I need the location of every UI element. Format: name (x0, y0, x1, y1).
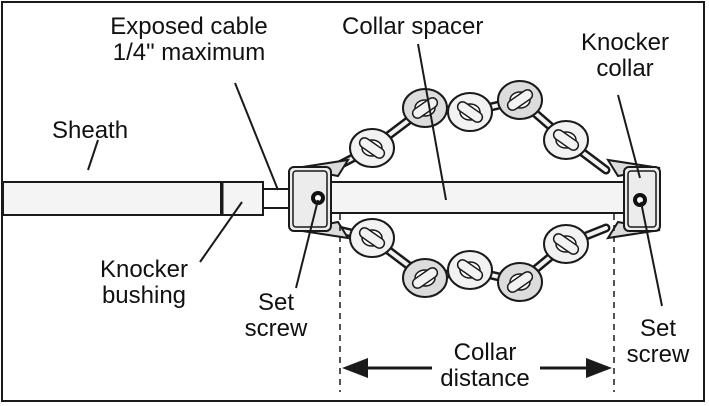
left-collar-inner (292, 170, 328, 228)
upper-chain-crosslink (552, 129, 580, 151)
leader-knocker-bushing (199, 201, 243, 263)
label-knocker-bushing: Knocker bushing (74, 257, 214, 309)
exposed-cable (262, 188, 290, 209)
collar-distance-guides (339, 214, 615, 392)
label-collar-spacer: Collar spacer (342, 13, 484, 40)
leader-left-set-screw (295, 199, 319, 289)
sheath-tube (2, 181, 224, 216)
leader-sheath (87, 139, 99, 171)
lower-chain-crosslink (411, 267, 439, 289)
upper-chain-crosslink (411, 97, 439, 119)
leader-knocker-collar (617, 94, 641, 179)
label-knocker-bushing-line2: bushing (101, 282, 187, 309)
lower-chain-crosslink (358, 227, 386, 249)
label-collar-distance-line1: Collar (453, 339, 517, 366)
lower-chain-crosslink (456, 259, 484, 281)
knocker-bushing-body (220, 181, 264, 216)
label-set-screw-right: Set screw (612, 316, 704, 368)
label-knocker-collar-line1: Knocker (580, 29, 670, 56)
leader-right-set-screw (640, 201, 663, 307)
label-exposed-cable-line1: Exposed cable (110, 13, 268, 40)
leader-lines (87, 43, 663, 307)
right-set-screw-highlight (637, 197, 643, 203)
label-set-screw-left-line1: Set (257, 289, 295, 316)
label-collar-distance-line2: distance (440, 365, 530, 392)
arrow-head-left (342, 358, 368, 378)
label-knocker-bushing-line1: Knocker (99, 256, 189, 283)
collar-spacer-rod (329, 181, 625, 214)
lower-chain-crosslink (506, 271, 534, 293)
leader-collar-spacer (417, 43, 447, 201)
right-collar-inner (627, 170, 657, 228)
label-set-screw-right-line2: screw (626, 341, 690, 368)
leader-exposed-cable (234, 82, 279, 191)
label-sheath: Sheath (52, 117, 129, 144)
label-set-screw-left: Set screw (228, 290, 324, 342)
upper-chain-crosslink (358, 137, 386, 159)
label-knocker-collar: Knocker collar (560, 30, 690, 82)
collar-distance-arrow (342, 358, 612, 378)
label-exposed-cable: Exposed cable 1/4" maximum (84, 14, 294, 66)
label-set-screw-left-line2: screw (244, 315, 308, 342)
upper-chain-crosslink (506, 89, 534, 111)
lower-chain-crosslink (552, 233, 580, 255)
label-exposed-cable-line2: 1/4" maximum (112, 39, 266, 66)
left-set-screw-highlight (315, 195, 321, 201)
label-knocker-collar-line2: collar (596, 55, 654, 82)
label-collar-distance: Collar distance (410, 340, 560, 392)
arrow-head-right (586, 358, 612, 378)
label-set-screw-right-line1: Set (639, 315, 677, 342)
upper-chain-crosslink (456, 101, 484, 123)
